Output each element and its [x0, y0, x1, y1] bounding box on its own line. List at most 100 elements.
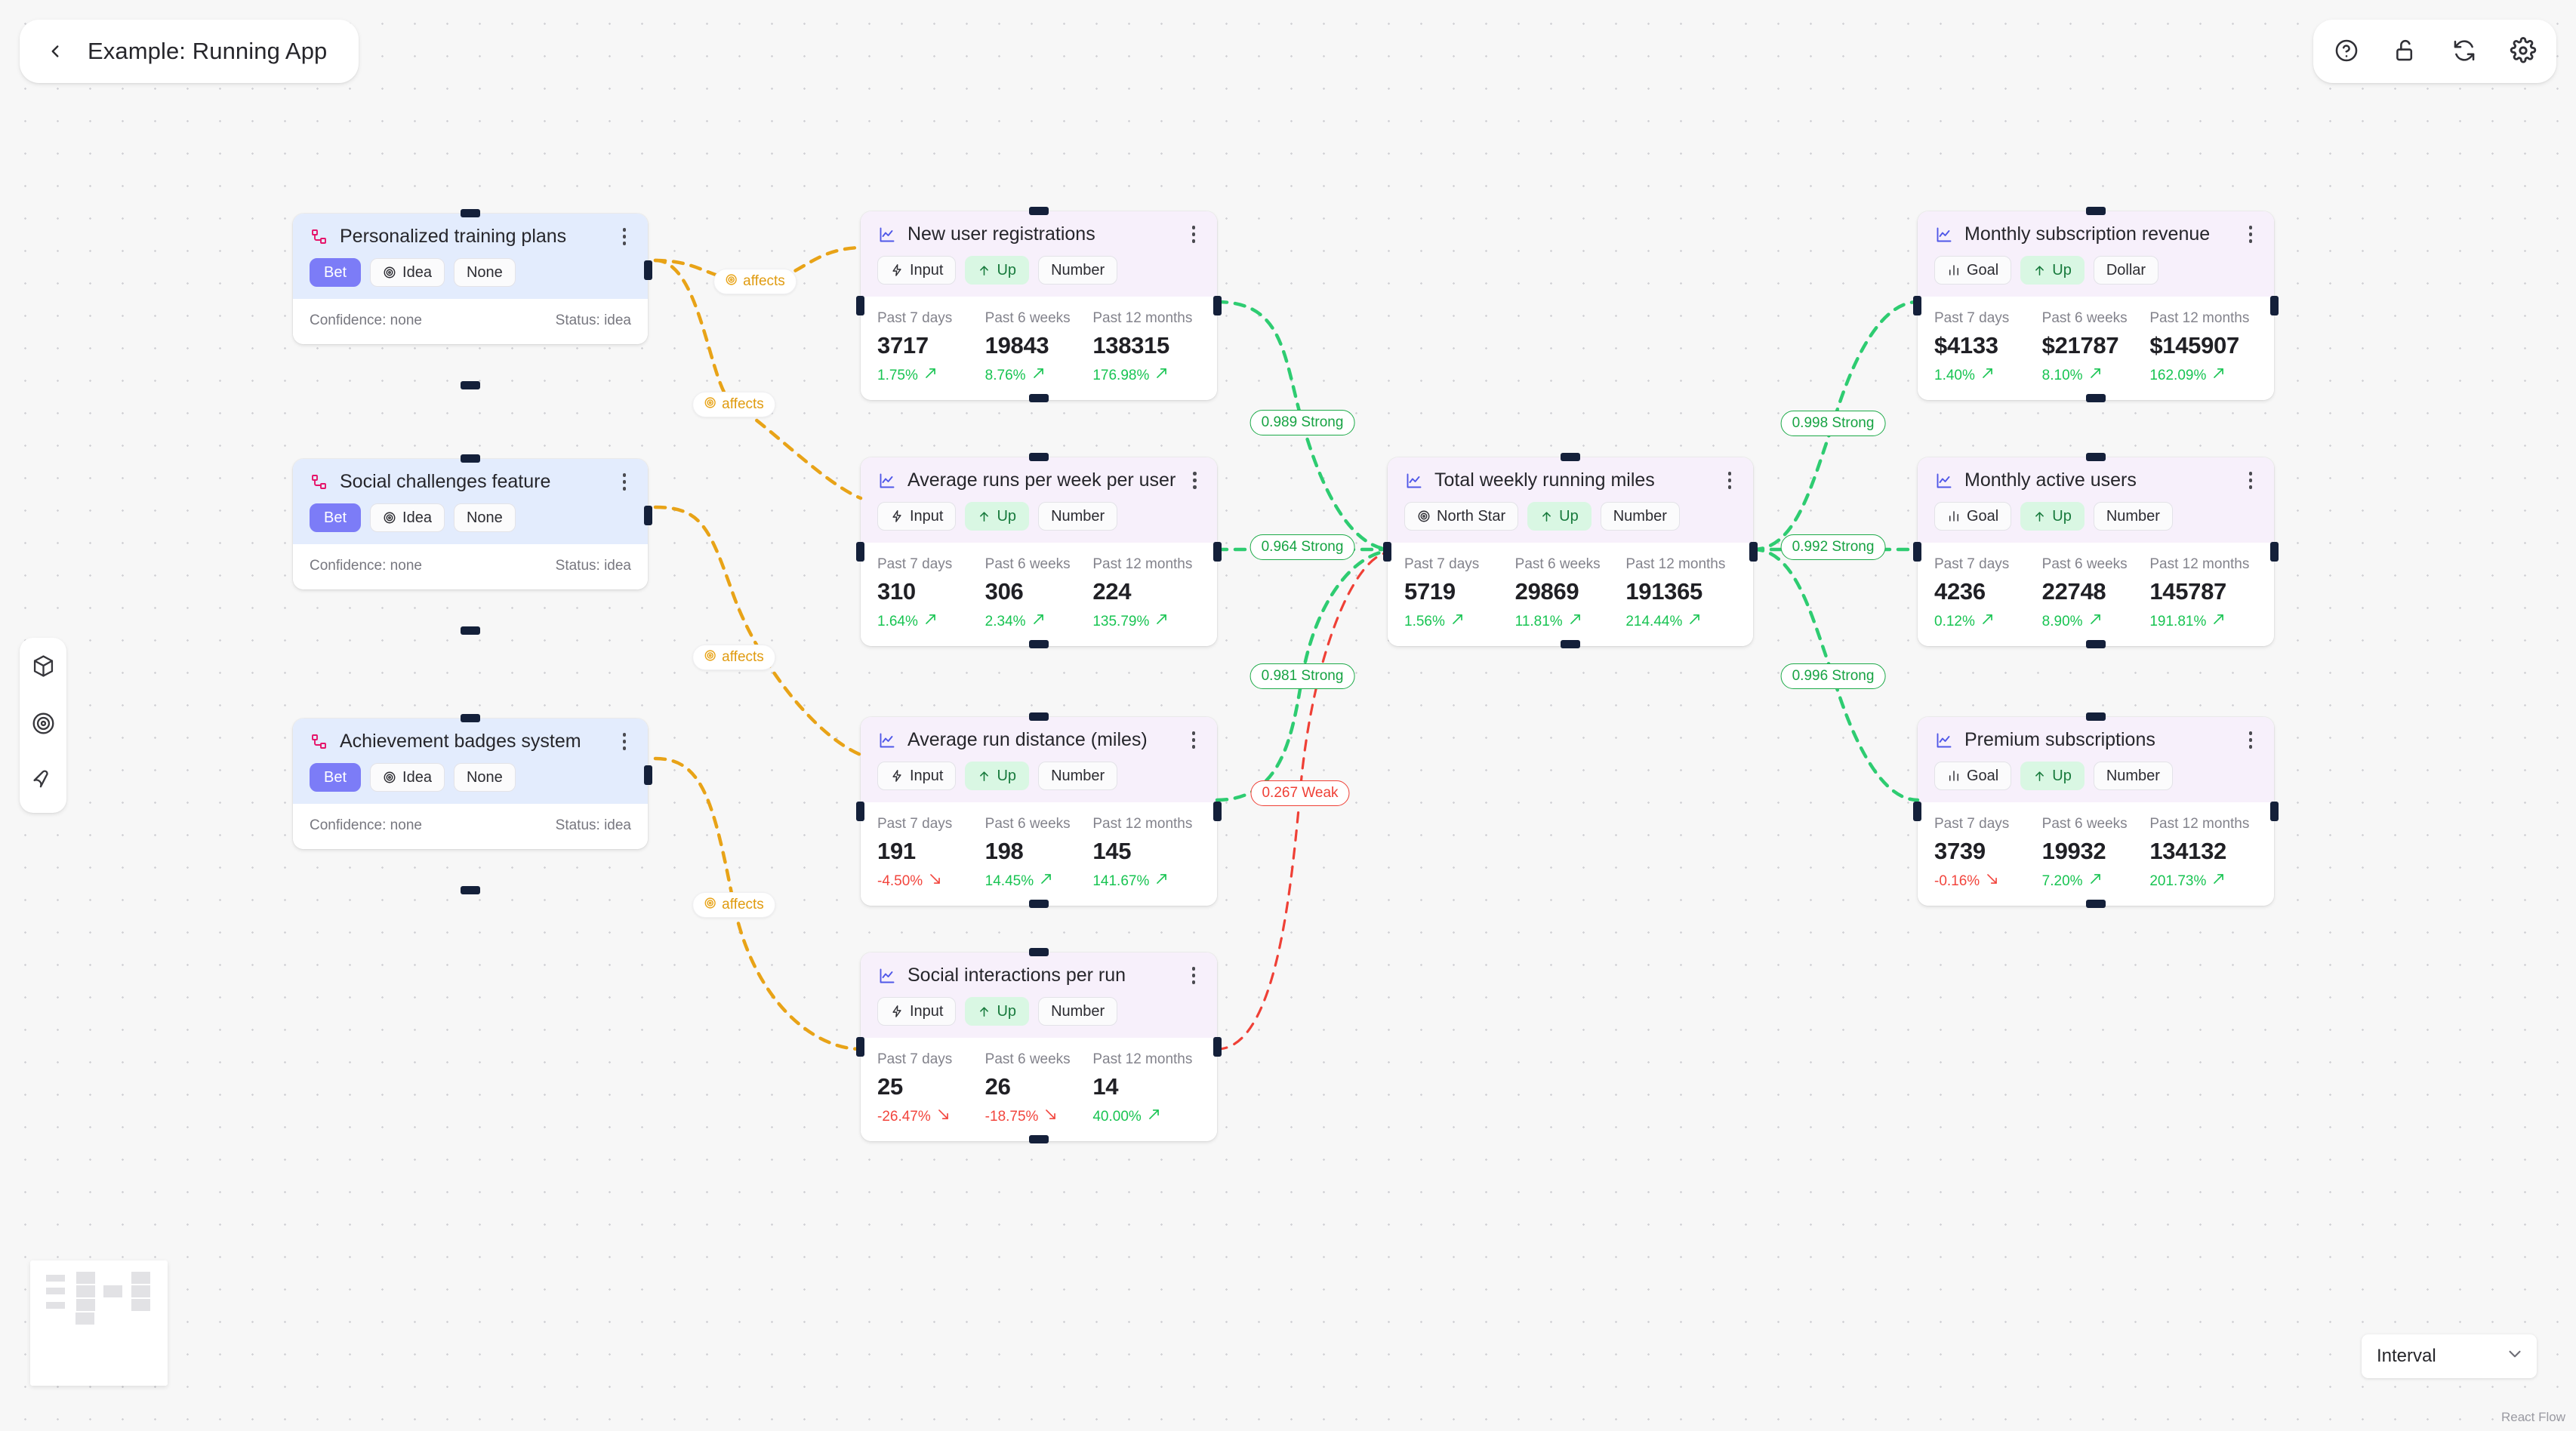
- handle-right[interactable]: [644, 260, 652, 280]
- chip-up[interactable]: Up: [2020, 762, 2085, 790]
- handle-right[interactable]: [1213, 296, 1222, 315]
- edge-label[interactable]: 0.998 Strong: [1780, 411, 1886, 436]
- handle-top[interactable]: [1029, 712, 1049, 721]
- handle-bottom[interactable]: [1561, 640, 1580, 648]
- edge-label[interactable]: 0.981 Strong: [1249, 663, 1355, 689]
- settings-button[interactable]: [2507, 35, 2540, 68]
- handle-top[interactable]: [461, 454, 480, 463]
- chip-input[interactable]: Input: [877, 997, 957, 1026]
- handle-left[interactable]: [856, 1037, 864, 1057]
- handle-left[interactable]: [856, 296, 864, 315]
- chip-goal[interactable]: Goal: [1934, 762, 2012, 790]
- lock-button[interactable]: [2389, 35, 2422, 68]
- node-menu-button[interactable]: [1721, 471, 1738, 491]
- chip-north-star[interactable]: North Star: [1404, 502, 1519, 531]
- node-menu-button[interactable]: [1186, 471, 1203, 491]
- chip-input[interactable]: Input: [877, 256, 957, 285]
- node-menu-button[interactable]: [1185, 225, 1202, 245]
- chip-dollar[interactable]: Dollar: [2093, 256, 2159, 285]
- edge-label[interactable]: affects: [692, 645, 775, 670]
- chip-idea[interactable]: Idea: [370, 503, 445, 532]
- handle-top[interactable]: [461, 209, 480, 217]
- edge-label[interactable]: 0.992 Strong: [1780, 534, 1886, 560]
- node-menu-button[interactable]: [1185, 731, 1202, 750]
- chip-none[interactable]: None: [453, 258, 516, 287]
- handle-top[interactable]: [1029, 207, 1049, 215]
- interval-select[interactable]: Interval: [2362, 1334, 2537, 1378]
- minimap[interactable]: [30, 1260, 168, 1386]
- chip-up[interactable]: Up: [965, 256, 1030, 285]
- handle-top[interactable]: [1561, 453, 1580, 461]
- handle-right[interactable]: [2270, 296, 2279, 315]
- edge-label[interactable]: 0.996 Strong: [1780, 663, 1886, 689]
- edge-label[interactable]: affects: [713, 269, 797, 294]
- chip-input[interactable]: Input: [877, 762, 957, 790]
- refresh-button[interactable]: [2448, 35, 2481, 68]
- handle-right[interactable]: [1213, 802, 1222, 821]
- add-bet-tool[interactable]: [29, 654, 57, 682]
- chip-up[interactable]: Up: [965, 762, 1030, 790]
- chip-up[interactable]: Up: [2020, 256, 2085, 285]
- handle-right[interactable]: [1749, 542, 1758, 562]
- handle-left[interactable]: [856, 802, 864, 821]
- handle-right[interactable]: [1213, 1037, 1222, 1057]
- handle-bottom[interactable]: [2086, 640, 2106, 648]
- chip-goal[interactable]: Goal: [1934, 256, 2012, 285]
- chip-goal[interactable]: Goal: [1934, 502, 2012, 531]
- chip-idea[interactable]: Idea: [370, 763, 445, 792]
- chip-number[interactable]: Number: [1038, 762, 1118, 790]
- handle-bottom[interactable]: [461, 886, 480, 894]
- chip-input[interactable]: Input: [877, 502, 957, 531]
- chip-number[interactable]: Number: [1038, 256, 1118, 285]
- chip-number[interactable]: Number: [1600, 502, 1680, 531]
- handle-bottom[interactable]: [1029, 640, 1049, 648]
- handle-bottom[interactable]: [1029, 394, 1049, 402]
- chip-up[interactable]: Up: [1527, 502, 1592, 531]
- handle-bottom[interactable]: [2086, 900, 2106, 908]
- handle-bottom[interactable]: [1029, 900, 1049, 908]
- help-button[interactable]: [2330, 35, 2363, 68]
- tools-tool[interactable]: [29, 769, 57, 796]
- handle-right[interactable]: [1213, 542, 1222, 562]
- handle-bottom[interactable]: [1029, 1135, 1049, 1143]
- chevron-left-icon[interactable]: [45, 42, 65, 61]
- chip-bet[interactable]: Bet: [310, 763, 362, 792]
- node-menu-button[interactable]: [616, 472, 633, 492]
- chip-none[interactable]: None: [453, 763, 516, 792]
- chip-number[interactable]: Number: [1038, 502, 1118, 531]
- handle-bottom[interactable]: [461, 626, 480, 635]
- chip-number[interactable]: Number: [1038, 997, 1118, 1026]
- node-menu-button[interactable]: [616, 227, 633, 247]
- chip-bet[interactable]: Bet: [310, 258, 362, 287]
- handle-left[interactable]: [1383, 542, 1391, 562]
- chip-up[interactable]: Up: [2020, 502, 2085, 531]
- add-metric-tool[interactable]: [29, 712, 57, 739]
- handle-bottom[interactable]: [461, 381, 480, 389]
- handle-left[interactable]: [856, 542, 864, 562]
- chip-idea[interactable]: Idea: [370, 258, 445, 287]
- node-menu-button[interactable]: [616, 732, 633, 752]
- edge-label[interactable]: 0.267 Weak: [1250, 780, 1350, 806]
- handle-right[interactable]: [2270, 802, 2279, 821]
- edge-label[interactable]: affects: [692, 892, 775, 918]
- chip-up[interactable]: Up: [965, 502, 1030, 531]
- chip-bet[interactable]: Bet: [310, 503, 362, 532]
- handle-bottom[interactable]: [2086, 394, 2106, 402]
- node-menu-button[interactable]: [2242, 731, 2259, 750]
- edge-label[interactable]: 0.964 Strong: [1249, 534, 1355, 560]
- handle-left[interactable]: [1913, 542, 1921, 562]
- handle-top[interactable]: [2086, 453, 2106, 461]
- handle-right[interactable]: [644, 765, 652, 785]
- handle-right[interactable]: [2270, 542, 2279, 562]
- handle-top[interactable]: [1029, 453, 1049, 461]
